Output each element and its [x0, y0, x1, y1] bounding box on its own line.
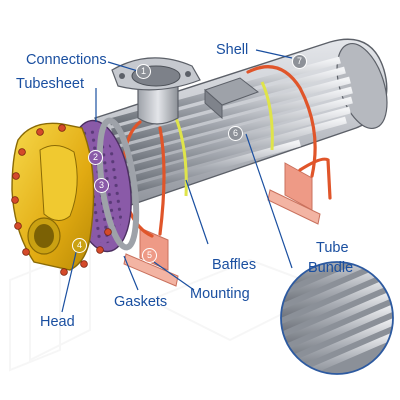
connection-nozzle — [111, 57, 201, 125]
marker-4-number: 4 — [76, 240, 82, 250]
marker-6-number: 6 — [232, 128, 238, 138]
marker-1-number: 1 — [140, 66, 146, 76]
label-head: Head — [40, 314, 75, 330]
label-baffles: Baffles — [212, 257, 257, 273]
marker-4: 4 — [72, 238, 87, 253]
marker-3-number: 3 — [98, 180, 104, 190]
label-tube: Tube — [316, 240, 349, 256]
marker-1: 1 — [136, 64, 151, 79]
label-gaskets: Gaskets — [114, 294, 168, 310]
label-mounting: Mounting — [190, 286, 250, 302]
baffles — [174, 81, 274, 197]
label-bundle: Bundle — [308, 260, 354, 276]
marker-5-number: 5 — [146, 250, 152, 260]
marker-7: 7 — [292, 54, 307, 69]
leader-lines — [61, 49, 293, 313]
marker-2-number: 2 — [92, 152, 98, 162]
label-tubesheet: Tubesheet — [16, 76, 84, 92]
label-shell: Shell — [216, 42, 249, 58]
marker-6: 6 — [228, 126, 243, 141]
marker-5: 5 — [142, 248, 157, 263]
flange-bolts — [11, 124, 112, 276]
shell-nameplate — [204, 77, 260, 120]
head-channel — [11, 122, 95, 271]
marker-7-number: 7 — [296, 56, 302, 66]
marker-3: 3 — [94, 178, 109, 193]
label-connections: Connections — [26, 52, 107, 68]
marker-2: 2 — [88, 150, 103, 165]
tube-bundle-detail — [280, 261, 394, 375]
